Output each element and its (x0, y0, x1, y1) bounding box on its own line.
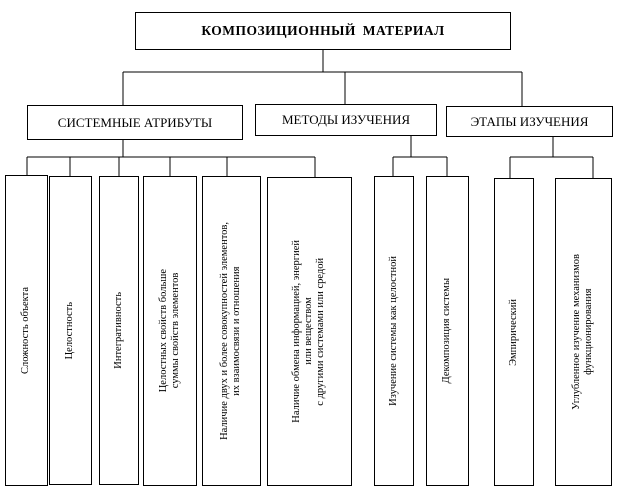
leaf-label: Углубленное изучение механизмов функцион… (571, 254, 595, 410)
leaf-label: Целостность (64, 301, 76, 360)
leaf-integrativity: Интегративность (99, 176, 139, 485)
leaf-label: Целостных свойств больше суммы свойств э… (157, 269, 181, 393)
leaf-label: Изучение системы как целостной (387, 256, 399, 406)
leaf-decomposition: Декомпозиция системы (426, 176, 469, 486)
leaf-exchange-with-environment: Наличие обмена информацией, энергией или… (267, 177, 352, 486)
leaf-label: Сложность объекта (20, 286, 32, 375)
leaf-in-depth-mechanisms: Углубленное изучение механизмов функцион… (555, 178, 612, 486)
category-system-attributes: СИСТЕМНЫЕ АТРИБУТЫ (27, 105, 243, 140)
leaf-study-as-whole: Изучение системы как целостной (374, 176, 414, 486)
leaf-label: Интегративность (112, 292, 124, 369)
leaf-label: Эмпирический (507, 298, 519, 366)
leaf-label: Наличие обмена информацией, энергией или… (291, 240, 327, 423)
category-study-methods: МЕТОДЫ ИЗУЧЕНИЯ (255, 104, 437, 136)
leaf-integrity: Целостность (49, 176, 92, 485)
leaf-holistic-properties: Целостных свойств больше суммы свойств э… (143, 176, 197, 486)
leaf-label: Наличие двух и более совокупностей элеме… (219, 222, 243, 440)
leaf-object-complexity: Сложность объекта (5, 175, 48, 486)
category-study-stages: ЭТАПЫ ИЗУЧЕНИЯ (446, 106, 613, 137)
leaf-label: Декомпозиция системы (441, 278, 453, 384)
leaf-element-sets-relations: Наличие двух и более совокупностей элеме… (202, 176, 261, 486)
leaf-empirical: Эмпирический (494, 178, 534, 486)
root-node-composite-material: КОМПОЗИЦИОННЫЙ МАТЕРИАЛ (135, 12, 511, 50)
